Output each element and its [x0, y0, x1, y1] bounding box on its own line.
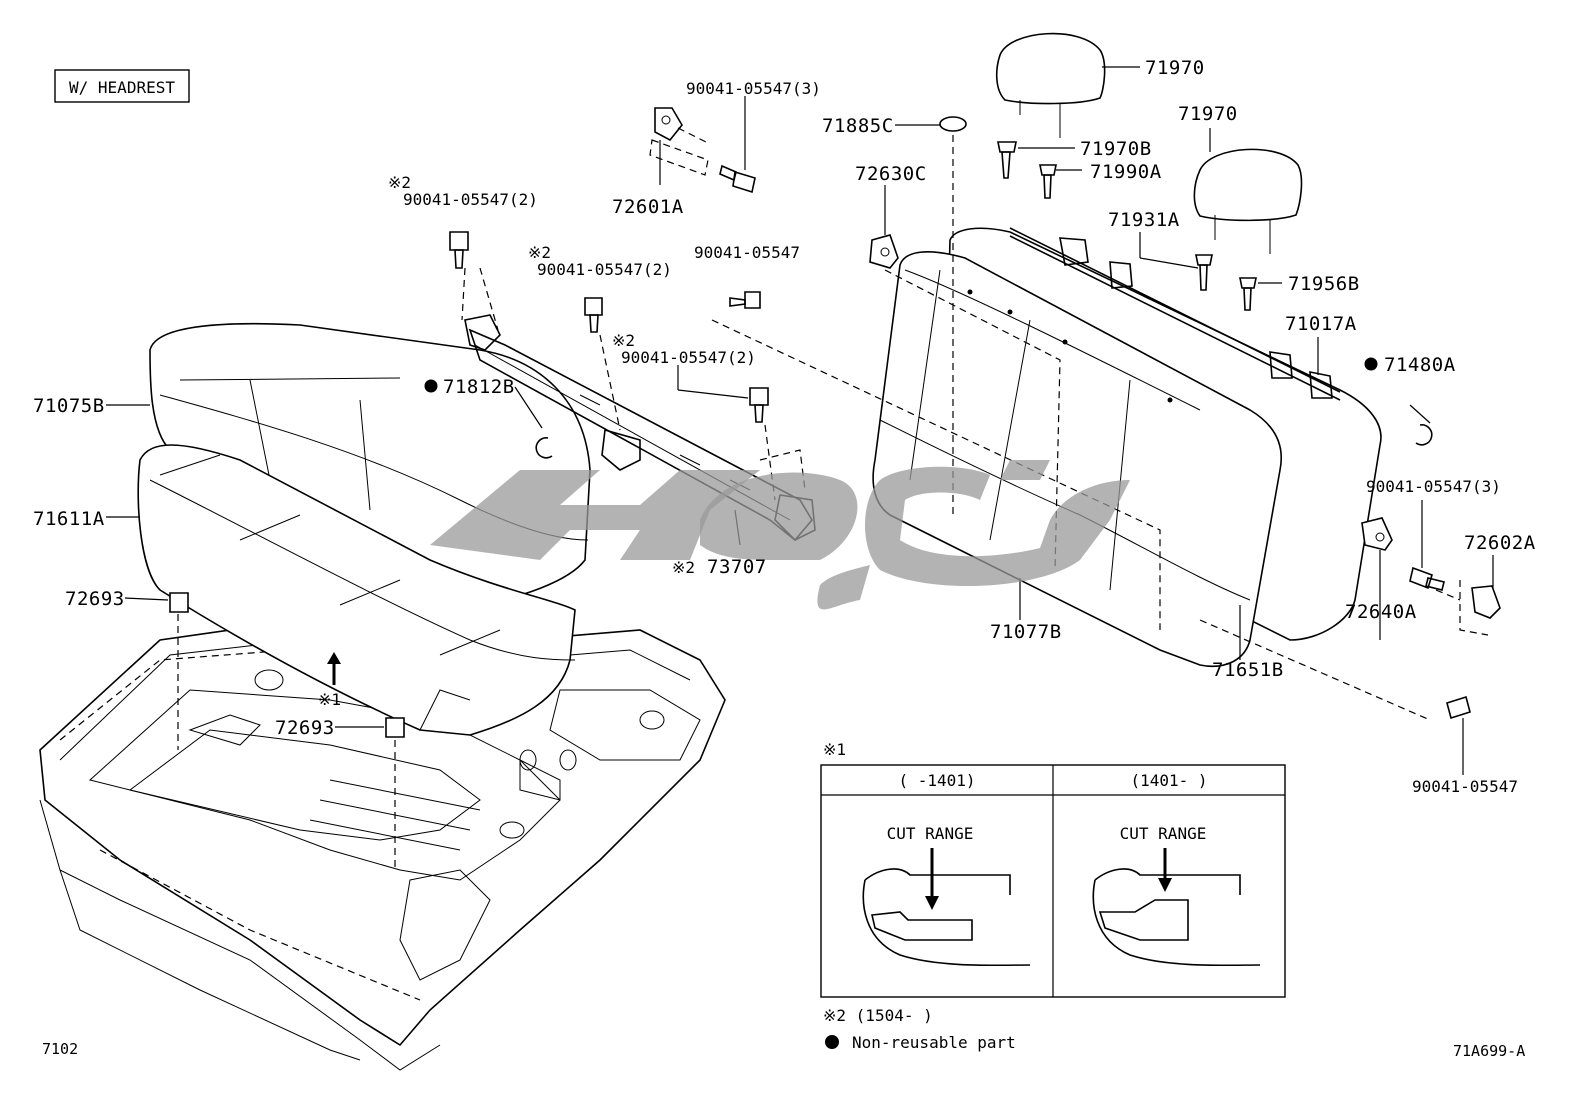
- page-code: 7102: [42, 1040, 78, 1058]
- callout-71077b: 71077B: [990, 621, 1062, 643]
- callout-72640a: 72640A: [1345, 601, 1417, 623]
- clip-72693-drawings: [169, 592, 405, 738]
- note-non-reusable: Non-reusable part: [852, 1033, 1016, 1052]
- callout-72602a: 72602A: [1464, 532, 1536, 554]
- notes: ※2 (1504- ) Non-reusable part: [823, 1006, 1016, 1052]
- callout-72601a: 72601A: [612, 196, 684, 218]
- callout-bolt-2-left: 90041-05547(2): [403, 190, 538, 209]
- bracket-72640a-drawing: [1361, 517, 1393, 551]
- leader-lines: [106, 66, 1494, 775]
- detail-title: ※1: [823, 740, 846, 759]
- non-reusable-bullet: [825, 1035, 839, 1049]
- callout-bolt-3-right: 90041-05547(3): [1366, 477, 1501, 496]
- callout-71970b: 71970B: [1080, 138, 1152, 160]
- detail-box: ※1 ( -1401) (1401- ) CUT RANGE CUT RANGE: [820, 740, 1286, 998]
- mark2-bolt-right: ※2: [612, 331, 635, 350]
- callout-71075b: 71075B: [33, 395, 105, 417]
- mark2-bolt-mid: ※2: [528, 243, 551, 262]
- detail-left-header: ( -1401): [898, 771, 975, 790]
- detail-right-header: (1401- ): [1130, 771, 1207, 790]
- callout-72630c: 72630C: [855, 163, 927, 185]
- mark2-73707: ※2: [672, 558, 695, 577]
- note-2: ※2 (1504- ): [823, 1006, 933, 1025]
- callout-73707: 73707: [707, 556, 767, 578]
- detail-right-cut-label: CUT RANGE: [1120, 824, 1207, 843]
- callout-71990a: 71990A: [1090, 161, 1162, 183]
- mark2-bolt-left: ※2: [388, 173, 411, 192]
- callout-71931a: 71931A: [1108, 209, 1180, 231]
- install-arrow: [327, 652, 341, 685]
- callout-labels: 71970 71970 71885C 71970B 71990A 72630C …: [33, 57, 1536, 796]
- non-reusable-dot-71480a: [1364, 357, 1378, 371]
- callout-71611a: 71611A: [33, 508, 105, 530]
- watermark: [430, 460, 1130, 610]
- callout-bolt-2-right: 90041-05547(2): [621, 348, 756, 367]
- mark1-arrow-label: ※1: [318, 690, 341, 709]
- bolt-drawings: [449, 164, 1471, 720]
- detail-left-cut-label: CUT RANGE: [887, 824, 974, 843]
- callout-bolt-single-top: 90041-05547: [694, 243, 800, 262]
- callout-bolt-3-top: 90041-05547(3): [686, 79, 821, 98]
- callout-72693-a: 72693: [65, 588, 125, 610]
- hinge-72602a-drawing: [1471, 585, 1501, 619]
- callout-71970-top: 71970: [1145, 57, 1205, 79]
- variant-tag-text: W/ HEADREST: [69, 78, 175, 97]
- callout-71956b: 71956B: [1288, 273, 1360, 295]
- callout-71651b: 71651B: [1212, 659, 1284, 681]
- callout-bolt-single-bottom: 90041-05547: [1412, 777, 1518, 796]
- callout-bolt-2-mid: 90041-05547(2): [537, 260, 672, 279]
- non-reusable-dot-71812b: [424, 379, 438, 393]
- callout-71970-mid: 71970: [1178, 103, 1238, 125]
- cap-71885c-drawing: [939, 116, 967, 132]
- callout-71885c: 71885C: [822, 115, 894, 137]
- callout-71017a: 71017A: [1285, 313, 1357, 335]
- callout-71480a: 71480A: [1384, 354, 1456, 376]
- callout-71812b: 71812B: [443, 376, 515, 398]
- hinge-72601a-drawing: [654, 107, 683, 142]
- diagram-code: 71A699-A: [1453, 1042, 1525, 1060]
- hook-drawings: [535, 424, 1433, 459]
- variant-tag: W/ HEADREST: [54, 69, 190, 103]
- bracket-72630c-drawing: [869, 234, 899, 269]
- assembly-dashed-lines: [177, 127, 1489, 870]
- callout-72693-b: 72693: [275, 717, 335, 739]
- headrest-drawings: [995, 32, 1303, 311]
